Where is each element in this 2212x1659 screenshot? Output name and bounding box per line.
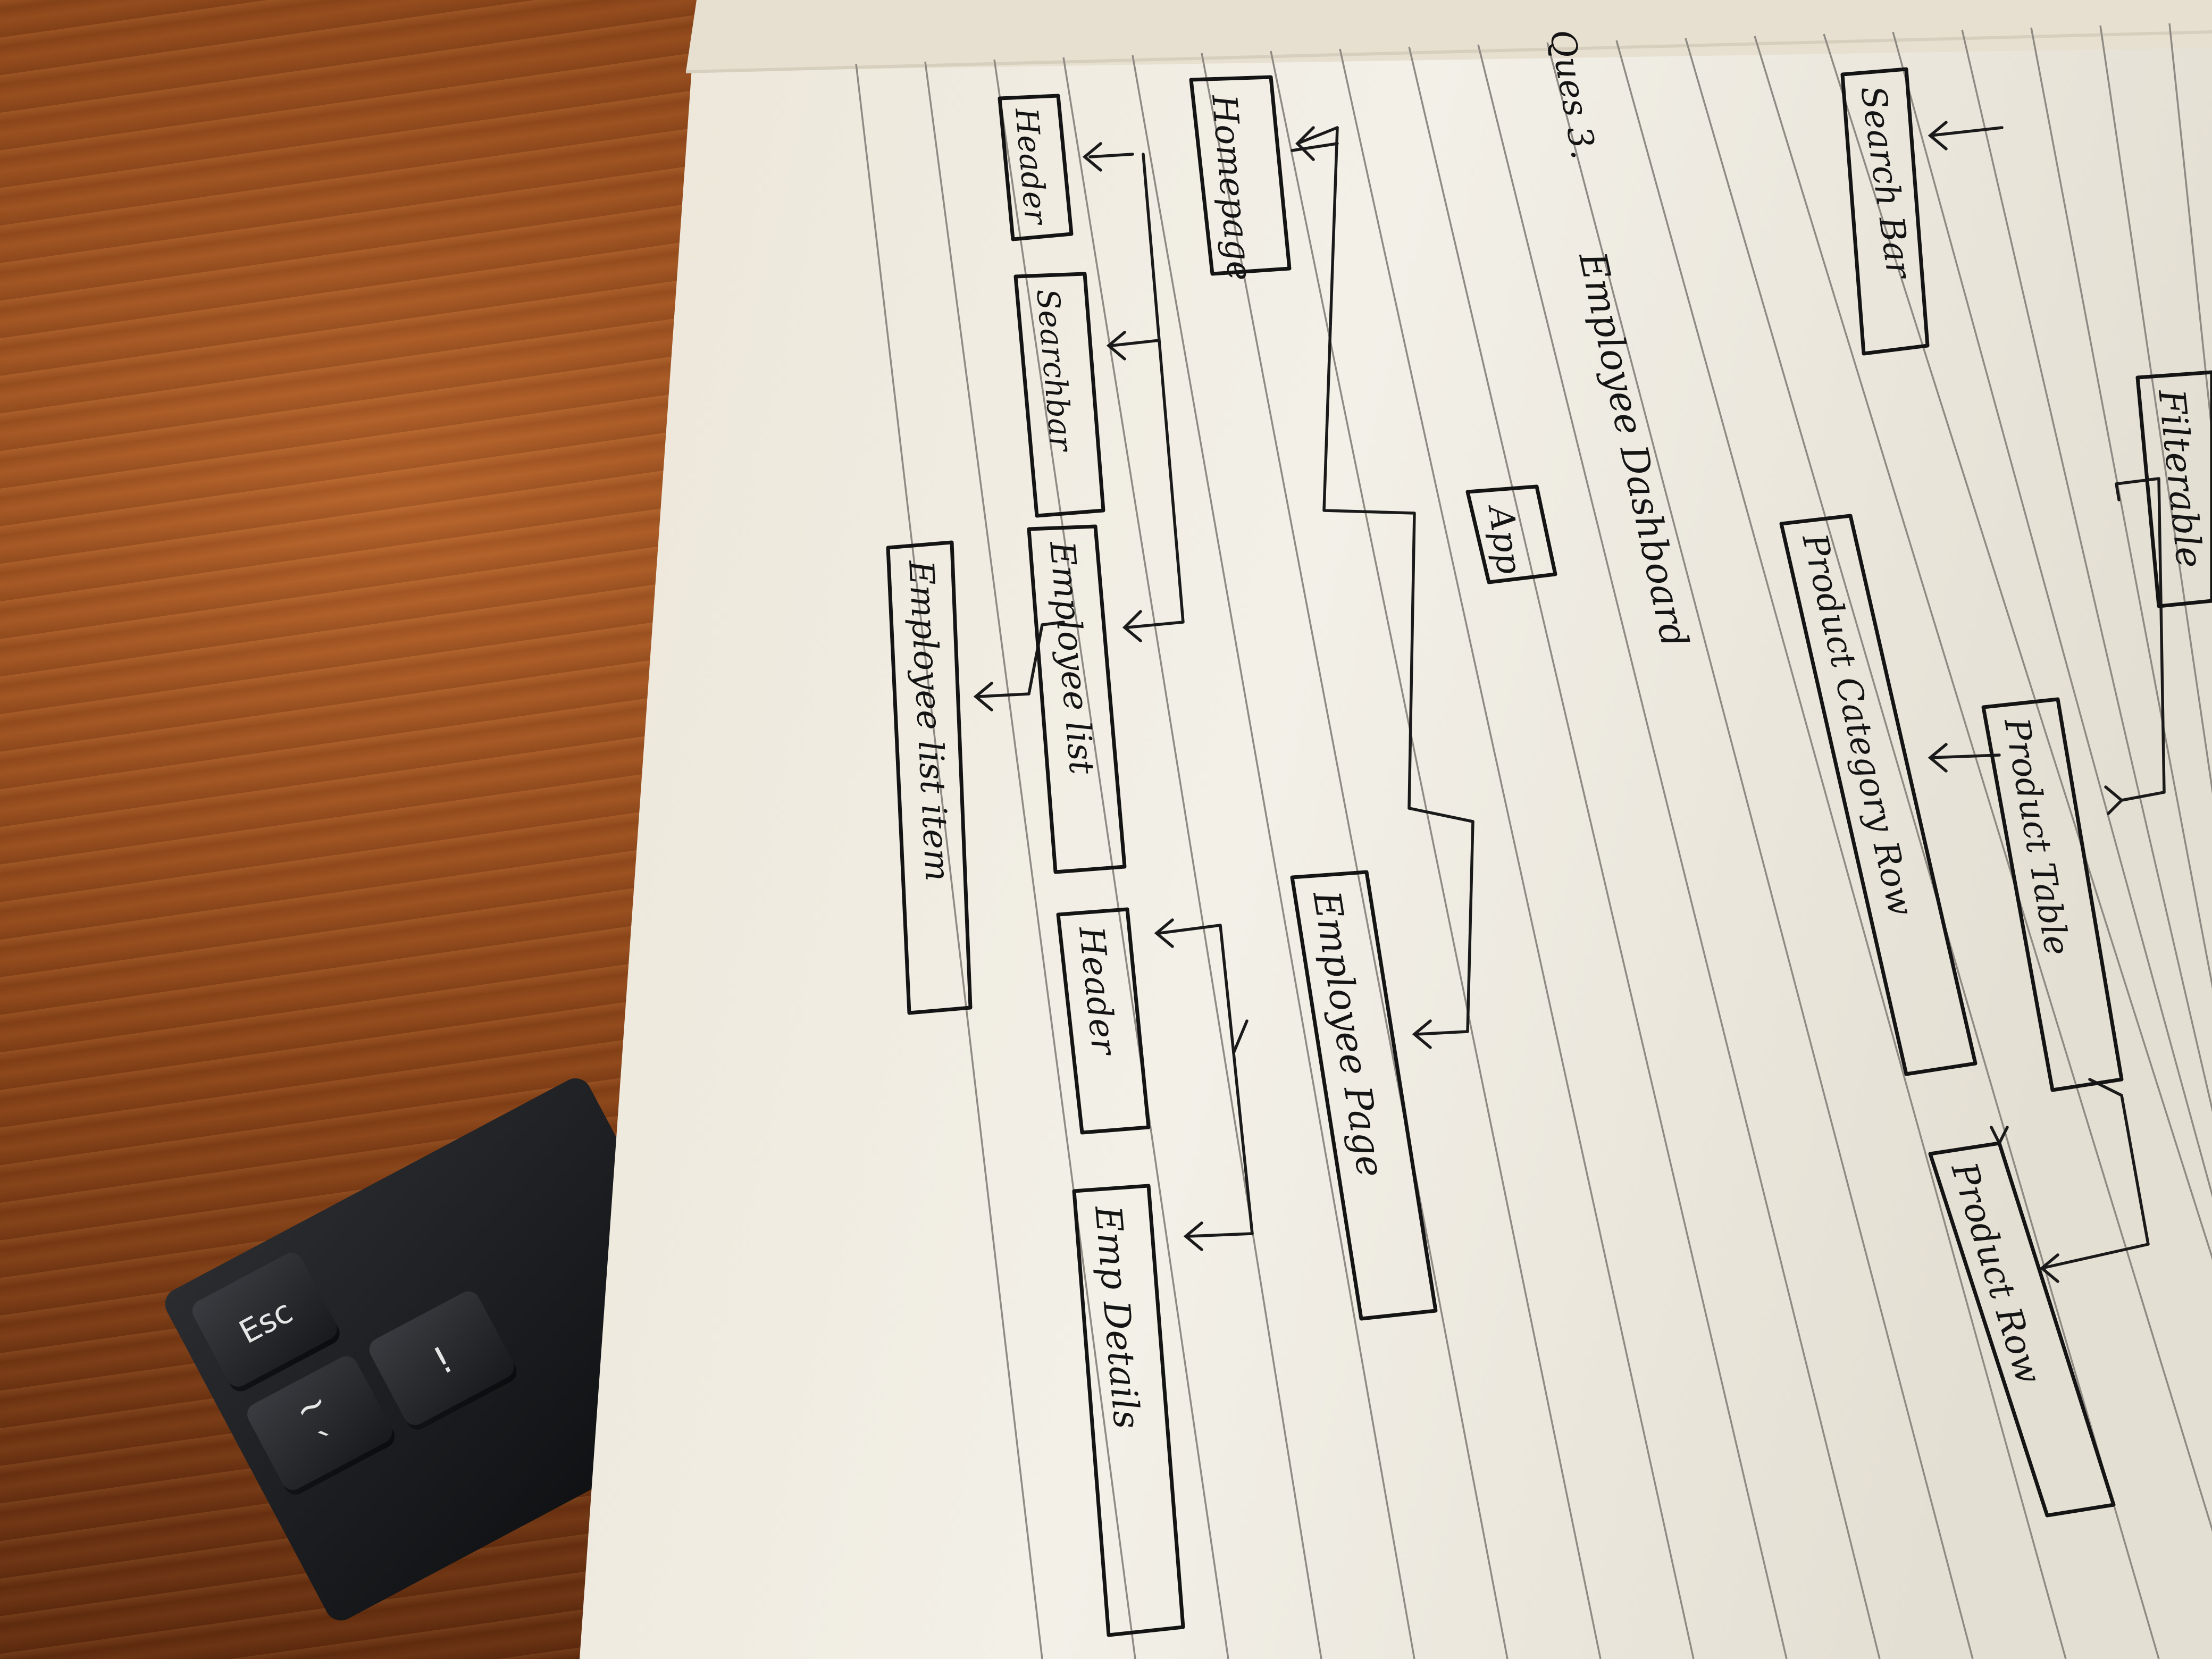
arrow-employee-list: [1122, 610, 1142, 642]
arrow-list-item: [973, 682, 993, 711]
ruled-line: [855, 63, 1043, 1659]
ruled-line: [2099, 25, 2212, 794]
paper-sheet: [580, 0, 2212, 1659]
node-emp-details-box: [1072, 1184, 1185, 1637]
ruled-lines: [855, 23, 2212, 1659]
ruled-line: [1477, 44, 1881, 1659]
node-filterable-box: [2135, 370, 2212, 608]
arrow-homepage: [1295, 126, 1315, 161]
node-header-right-box: [1056, 907, 1151, 1135]
arrow-header-left: [1082, 142, 1102, 172]
node-search-bar-box: [1840, 67, 1930, 356]
arrow-product-row: [2039, 1253, 2059, 1283]
arrow-category-row: [1928, 743, 1948, 773]
arrow-search-bar: [1928, 121, 1948, 150]
connector-filterable-stub: [2115, 482, 2121, 501]
node-product-table-box: [1981, 697, 2124, 1092]
node-product-category-row-box: [1779, 514, 1978, 1076]
arrow-employee-page: [1412, 1019, 1432, 1049]
ruled-line: [1270, 51, 1602, 1659]
connector-table-row: [2040, 1078, 2150, 1270]
ruled-line: [1132, 55, 1415, 1659]
ruled-line: [1408, 46, 1788, 1659]
node-app-box: [1465, 484, 1557, 584]
connector-app-employee-page: [1322, 126, 1474, 1036]
connector-page-header: [1158, 924, 1249, 1054]
ruled-line: [1892, 31, 2212, 1198]
arrow-emp-details: [1183, 1221, 1203, 1251]
connector-page-details: [1187, 1051, 1254, 1238]
binding-edge: [685, 30, 2212, 73]
ruled-line: [1685, 38, 2160, 1659]
connector-homepage-header: [1088, 153, 1134, 158]
ruled-line: [1754, 36, 2212, 1532]
node-header-left-box: [998, 94, 1074, 241]
ruled-line: [993, 59, 1229, 1659]
ruled-line: [1062, 57, 1322, 1659]
connector-filterable-searchbar: [1929, 126, 2004, 137]
node-homepage-box: [1189, 75, 1292, 276]
ruled-line: [1339, 48, 1695, 1659]
connector-homepage-children: [1110, 153, 1185, 629]
ruled-line: [2030, 27, 2212, 989]
node-employee-page-box: [1290, 870, 1438, 1321]
connector-filterable-table: [2115, 477, 2166, 802]
node-employee-list-box: [1027, 524, 1127, 874]
arrow-header-right: [1154, 918, 1174, 948]
node-product-row-box: [1928, 1141, 2116, 1518]
node-employee-list-item-box: [886, 540, 973, 1015]
ruled-line: [1546, 42, 1974, 1659]
node-app: App: [1480, 501, 1529, 576]
connector-table-category: [1929, 753, 2001, 759]
connector-list-item: [977, 621, 1065, 698]
arrow-searchbar: [1106, 331, 1126, 361]
connector-homepage-top: [1291, 142, 1339, 152]
ruled-line: [924, 61, 1136, 1659]
ruled-line: [1615, 40, 2067, 1659]
node-searchbar-box: [1013, 272, 1105, 518]
connector-app-homepage: [1296, 126, 1339, 145]
ruled-line: [2168, 23, 2212, 441]
arrow-product-table: [2104, 785, 2124, 815]
ruled-line: [1961, 29, 2212, 1113]
ruled-line: [1201, 53, 1509, 1659]
